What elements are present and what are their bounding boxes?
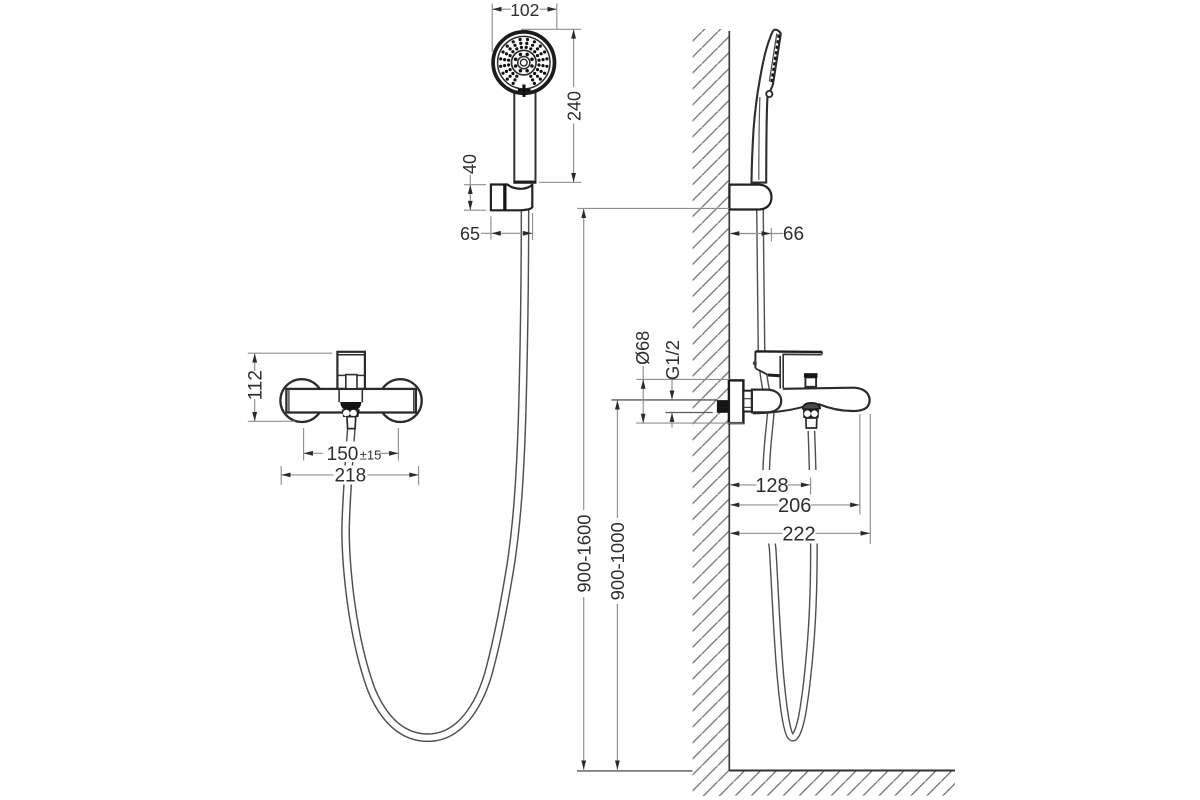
svg-text:G1/2: G1/2 bbox=[662, 340, 683, 380]
svg-text:65: 65 bbox=[460, 224, 480, 244]
svg-text:Ø68: Ø68 bbox=[633, 331, 653, 365]
svg-text:900-1600: 900-1600 bbox=[573, 514, 594, 592]
svg-text:112: 112 bbox=[245, 370, 266, 400]
svg-text:222: 222 bbox=[782, 523, 815, 545]
svg-text:900-1000: 900-1000 bbox=[607, 522, 628, 600]
svg-text:240: 240 bbox=[565, 91, 585, 121]
svg-text:66: 66 bbox=[783, 224, 804, 245]
svg-text:128: 128 bbox=[755, 475, 788, 497]
svg-text:40: 40 bbox=[460, 154, 480, 174]
svg-text:102: 102 bbox=[510, 0, 539, 20]
svg-text:206: 206 bbox=[778, 495, 811, 517]
svg-text:±15: ±15 bbox=[360, 448, 382, 463]
svg-text:150: 150 bbox=[327, 444, 359, 465]
svg-text:218: 218 bbox=[334, 466, 366, 487]
